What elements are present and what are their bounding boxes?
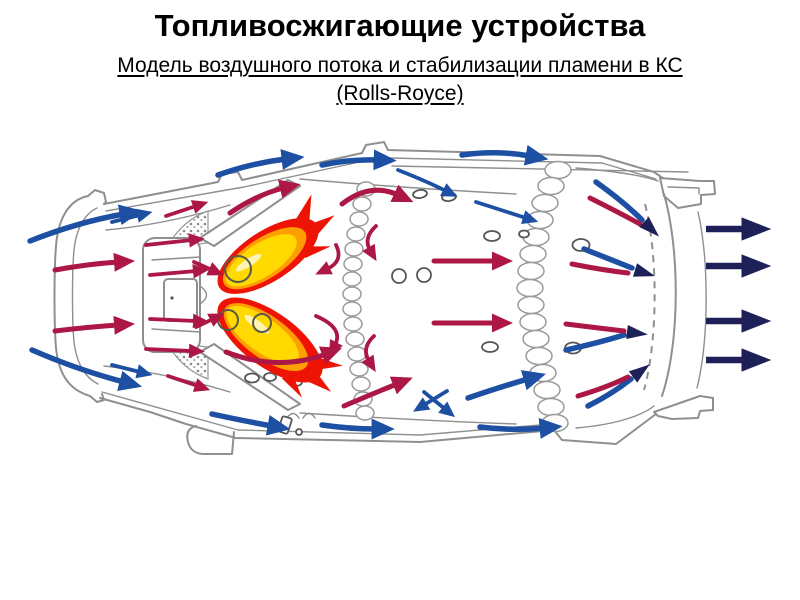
liner-holes bbox=[244, 189, 591, 436]
slide-title: Топливосжигающие устройства bbox=[154, 8, 646, 43]
exhaust-arrows bbox=[626, 216, 772, 383]
subtitle-line-2: (Rolls-Royce) bbox=[336, 81, 464, 105]
fuel-nozzle-housing bbox=[163, 278, 198, 322]
flame-upper-lobe bbox=[217, 194, 335, 294]
hot-gas-arrows bbox=[52, 179, 643, 409]
air-flow-arrows bbox=[27, 144, 645, 440]
combustor-diagram bbox=[27, 141, 772, 455]
slide-subtitle: Модель воздушного потока и стабилизации … bbox=[0, 52, 800, 107]
subtitle-line-1: Модель воздушного потока и стабилизации … bbox=[117, 54, 683, 77]
slide-header: Топливосжигающие устройства Модель возду… bbox=[0, 0, 800, 107]
